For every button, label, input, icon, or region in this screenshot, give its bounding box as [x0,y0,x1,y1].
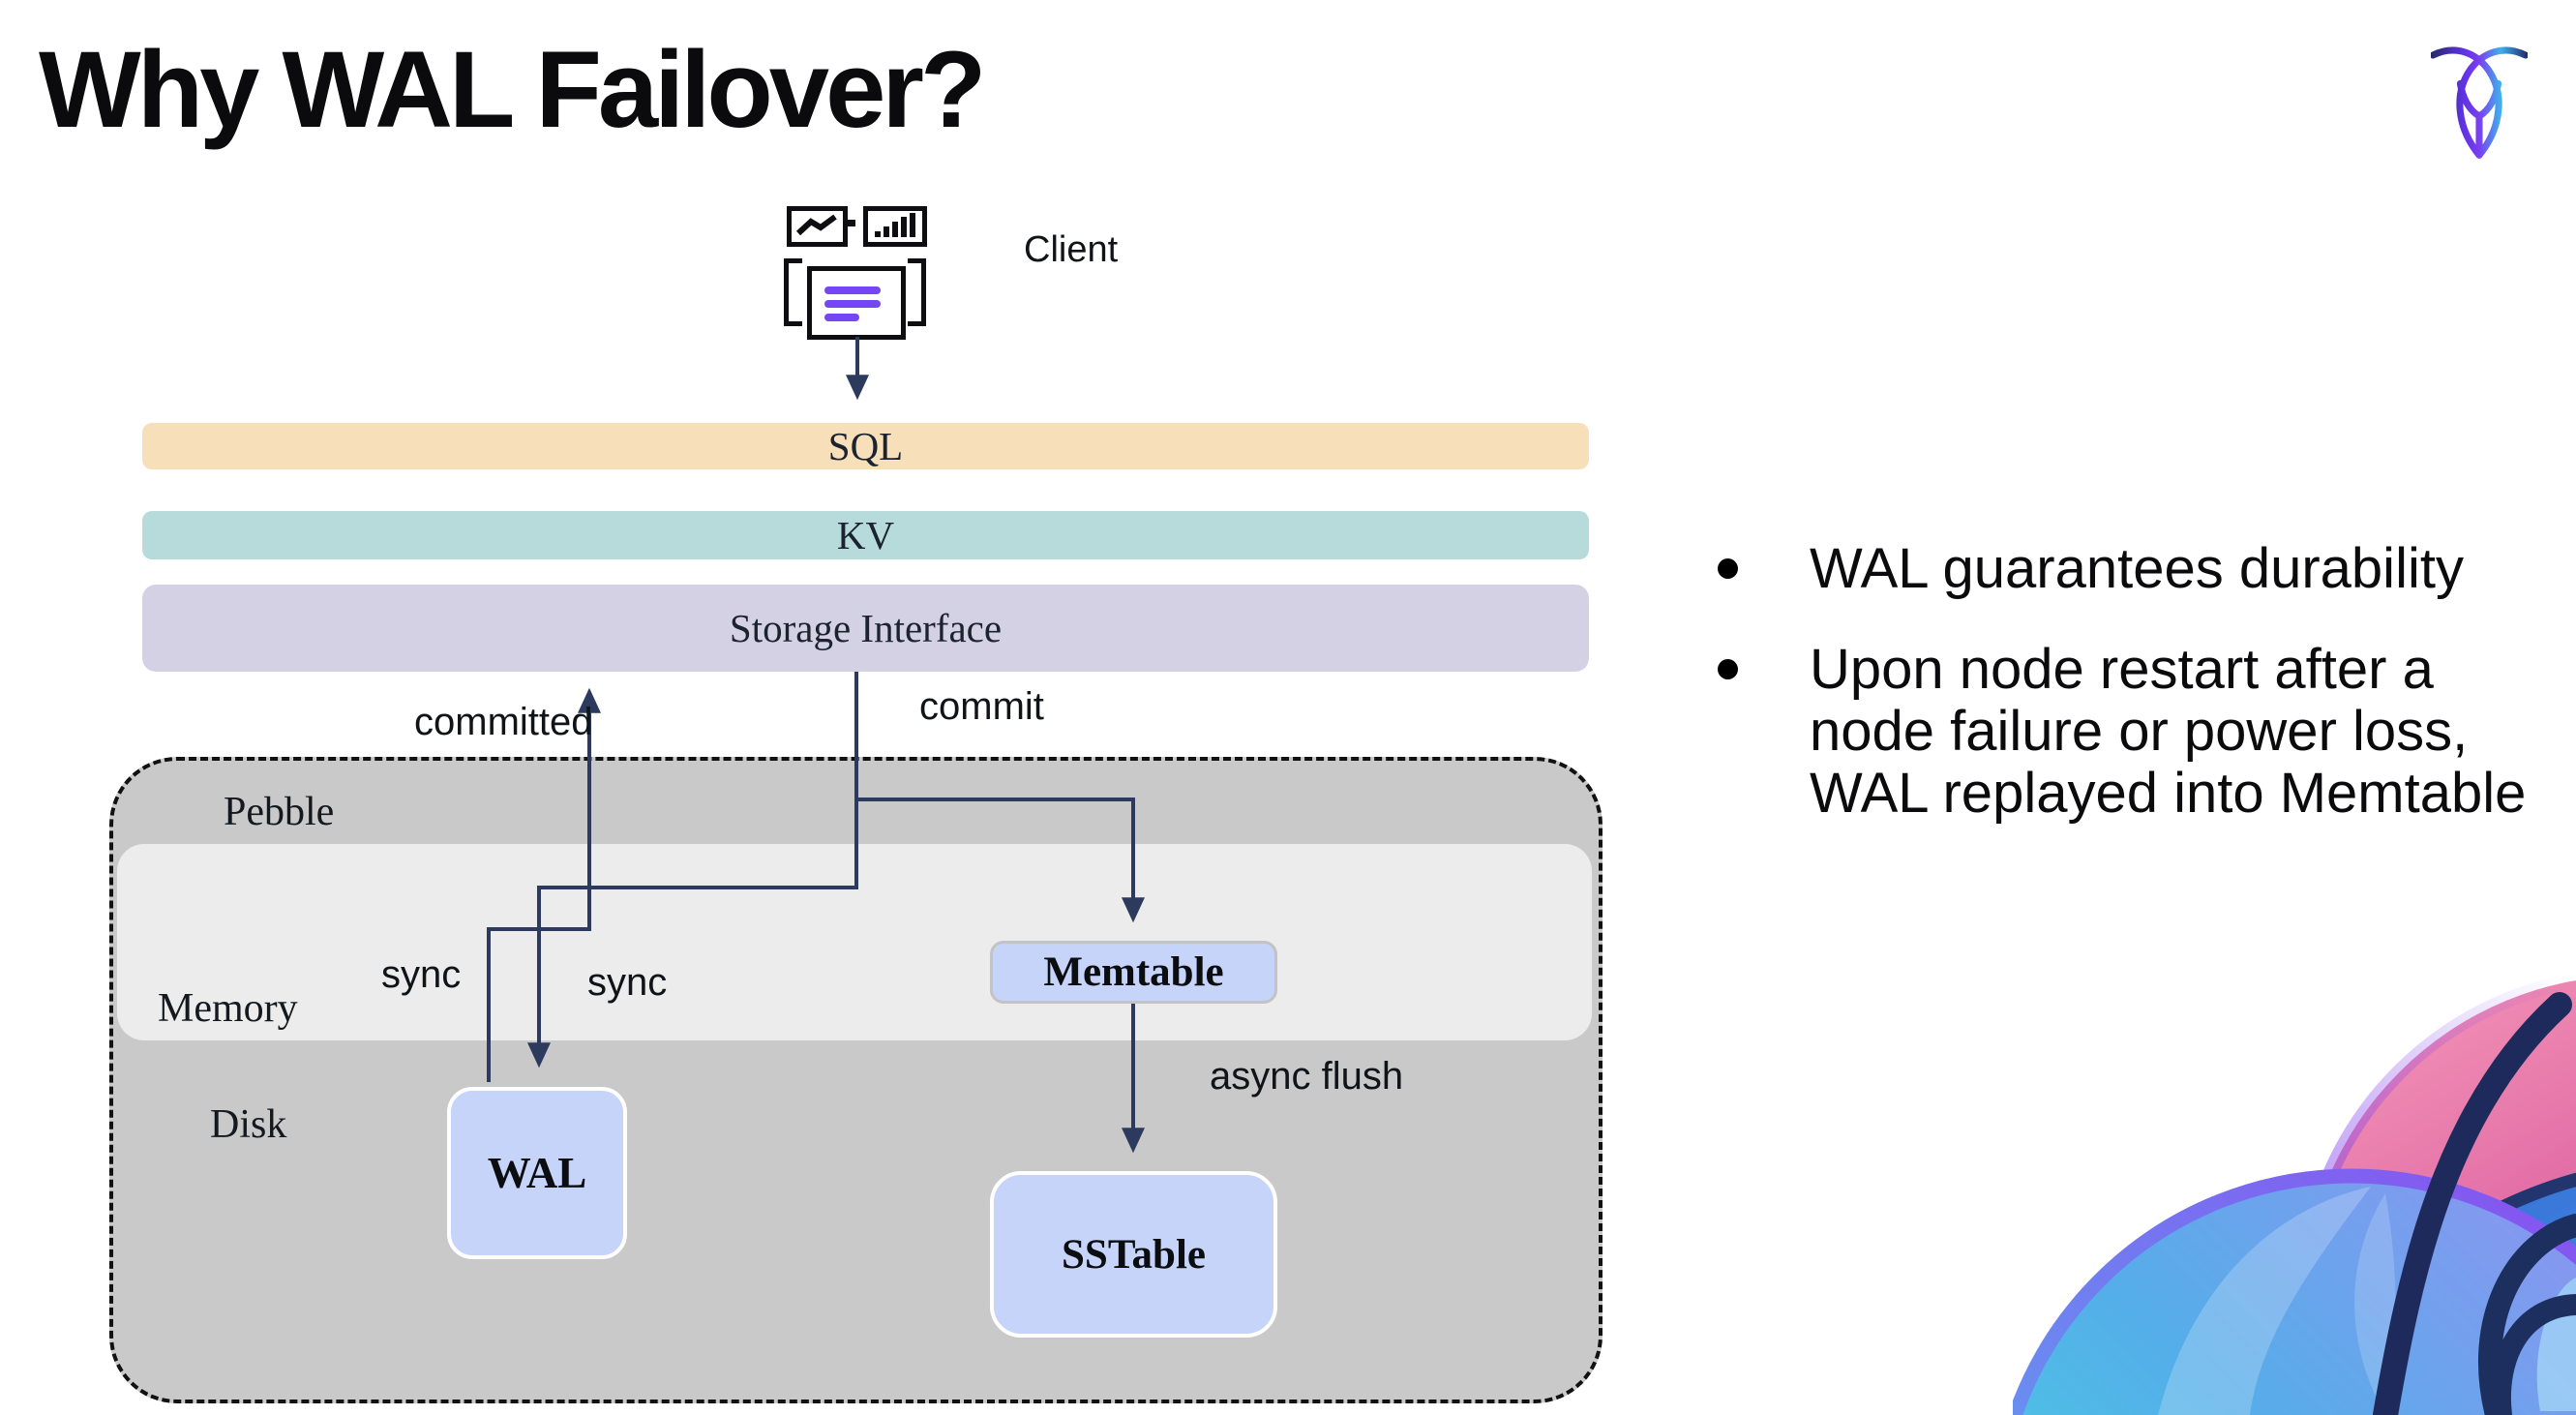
layer-kv-label: KV [836,513,895,557]
layer-storage-interface: Storage Interface [142,585,1589,672]
client-label: Client [1024,229,1119,270]
bullet-text: WAL guarantees durability [1810,537,2464,600]
sync-left-edge-label: sync [381,953,462,996]
memory-band [117,844,1592,1040]
layer-sql: SQL [142,423,1589,469]
bullet-dot-icon [1718,659,1738,679]
left-bracket-icon [784,258,802,326]
sstable-node-label: SSTable [1061,1231,1206,1278]
layer-sql-label: SQL [827,424,904,468]
memtable-node-label: Memtable [1043,949,1224,995]
client-terminal-icon [784,198,929,340]
dash-separator [845,220,855,226]
sstable-node: SSTable [990,1171,1277,1338]
pebble-label: Pebble [224,790,335,834]
commit-edge-label: commit [919,685,1044,728]
list-item: Upon node restart after a node failure o… [1718,639,2550,825]
async-flush-edge-label: async flush [1210,1055,1404,1098]
document-icon [807,266,906,340]
memtable-node: Memtable [990,941,1277,1004]
wal-node-label: WAL [487,1149,587,1197]
sync-right-edge-label: sync [587,961,668,1004]
brand-gradient-spheres [2013,972,2576,1415]
bullet-list: WAL guarantees durability Upon node rest… [1718,538,2550,863]
bar-chart-icon [863,206,927,247]
wal-node: WAL [447,1087,627,1259]
disk-label: Disk [210,1102,287,1147]
right-bracket-icon [908,258,926,326]
bullet-text: Upon node restart after a node failure o… [1810,638,2527,825]
cockroachdb-logo-icon [2431,46,2528,159]
layer-storage-label: Storage Interface [729,606,1003,650]
line-chart-icon [787,206,848,247]
memory-label: Memory [158,986,298,1031]
committed-edge-label: committed [414,701,593,743]
bullet-dot-icon [1718,558,1738,579]
list-item: WAL guarantees durability [1718,538,2550,600]
layer-kv: KV [142,511,1589,559]
page-title: Why WAL Failover? [39,29,986,150]
